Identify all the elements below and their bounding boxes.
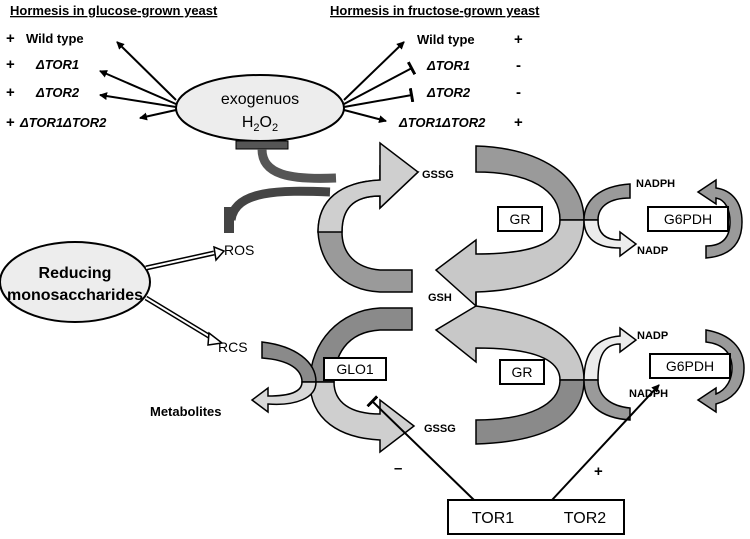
- g6pdh-top-label: G6PDH: [664, 211, 712, 227]
- nadp-bottom-label: NADP: [637, 330, 668, 342]
- gr-bottom-dark-arrow: [475, 379, 585, 445]
- nadp-top-label: NADP: [637, 245, 668, 257]
- fructose-sign-tor2: -: [516, 84, 521, 101]
- fructose-strain-wildtype: Wild type: [417, 32, 475, 47]
- metabolites-label: Metabolites: [150, 404, 222, 419]
- reducing-monosaccharides-node: [0, 241, 151, 323]
- glucose-strain-tor1tor2: ΔTOR1ΔTOR2: [19, 115, 107, 130]
- gr-bottom-label: GR: [512, 364, 533, 380]
- glucose-strain-tor2: ΔTOR2: [35, 85, 80, 100]
- g6pdh-top-box: [647, 206, 729, 232]
- gssg-bottom-label: GSSG: [424, 423, 456, 435]
- h2o2-label-line1: exogenuos: [221, 91, 299, 108]
- gr-top-light-arrow: [434, 219, 585, 308]
- fructose-strain-tor1tor2: ΔTOR1ΔTOR2: [398, 115, 486, 130]
- g6pdh-bottom-box: [649, 353, 731, 379]
- fructose-sign-tor1tor2: +: [514, 114, 523, 131]
- rcs-to-metabolites-arrow: [250, 341, 317, 414]
- reducing-label-line2: monosaccharides: [7, 287, 143, 304]
- tor1-inhibition-sign: –: [394, 460, 402, 477]
- glo1-label: GLO1: [336, 361, 374, 377]
- tor-box: [447, 499, 625, 535]
- g6pdh-bottom-label: G6PDH: [666, 358, 714, 374]
- gsh-to-gssg-light-arrow: [317, 141, 420, 233]
- glucose-strain-tor1: ΔTOR1: [35, 57, 79, 72]
- fructose-header: Hormesis in fructose-grown yeast: [330, 3, 540, 18]
- nadp-nadph-bottom-arrows: [583, 326, 745, 421]
- tor1-label: TOR1: [472, 510, 514, 527]
- fructose-sign-tor1: -: [516, 57, 521, 74]
- gr-bottom-box: [499, 359, 545, 385]
- gsh-label: GSH: [428, 292, 452, 304]
- glucose-sign-wildtype: +: [6, 30, 15, 47]
- glo1-curved-arrow-light: [309, 381, 416, 454]
- nadph-nadp-top-arrows: [583, 178, 743, 259]
- ros-label: ROS: [224, 242, 254, 258]
- gr-top-label: GR: [510, 211, 531, 227]
- fructose-strain-tor2: ΔTOR2: [426, 85, 471, 100]
- glucose-sign-tor1: +: [6, 56, 15, 73]
- glucose-header: Hormesis in glucose-grown yeast: [10, 3, 218, 18]
- ros-rcs-arrows: [144, 245, 226, 346]
- gr-top-box: [497, 206, 543, 232]
- tor-regulation-lines: [366, 384, 660, 501]
- h2o2-node: [175, 74, 345, 142]
- glo1-box: [323, 357, 387, 381]
- nadph-bottom-label: NADPH: [629, 388, 668, 400]
- tor2-label: TOR2: [564, 510, 606, 527]
- h2o2-formula: H2O2: [242, 114, 278, 134]
- fructose-strain-tor1: ΔTOR1: [426, 58, 470, 73]
- fructose-sign-wildtype: +: [514, 31, 523, 48]
- rcs-label: RCS: [218, 339, 248, 355]
- glucose-sign-tor2: +: [6, 84, 15, 101]
- reducing-label-line1: Reducing: [39, 265, 112, 282]
- tor2-activation-sign: +: [594, 463, 603, 480]
- fructose-strain-arrows: [343, 41, 417, 124]
- nadph-top-label: NADPH: [636, 178, 675, 190]
- glucose-strain-wildtype: Wild type: [26, 31, 84, 46]
- gssg-top-label: GSSG: [422, 169, 454, 181]
- glucose-sign-tor1tor2: +: [6, 114, 15, 131]
- glucose-strain-arrows: [99, 41, 177, 121]
- h2o2-inhibition-connectors: [224, 140, 337, 233]
